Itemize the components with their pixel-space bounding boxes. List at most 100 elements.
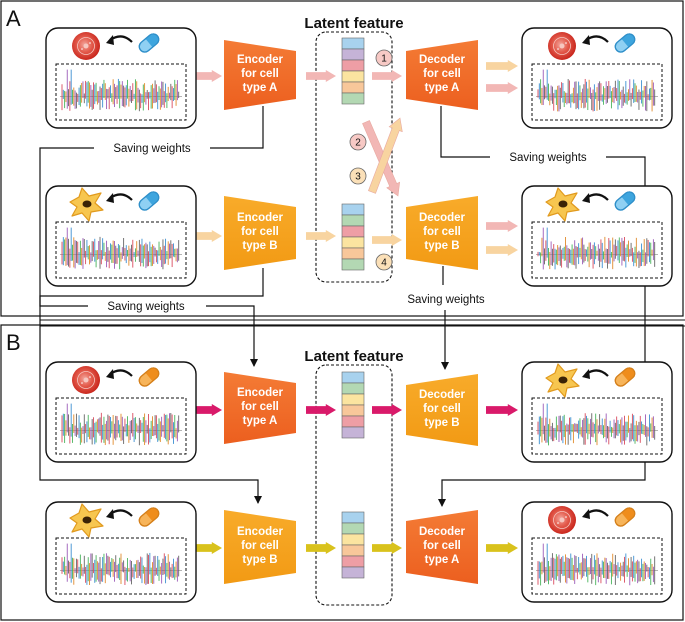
encoder-a-panel-b-label: Encoder (237, 387, 284, 399)
arrow-input-b (196, 230, 222, 242)
spectrum-frame (531, 63, 663, 121)
decoder-b-panel-b-shape (406, 374, 478, 446)
arrow-enc-latent-b (306, 230, 336, 242)
arrow-b-output-row1 (486, 404, 518, 416)
arrow-b-enc-latent-row2 (306, 542, 336, 554)
sample-card-frame (45, 501, 197, 603)
sample-card-frame (45, 27, 197, 129)
saving-weights-label-2: Saving weights (509, 152, 587, 164)
spectrum-frame (55, 63, 187, 121)
label-bg (94, 140, 210, 156)
latent-vector-a (341, 37, 365, 105)
label-bg (490, 149, 606, 165)
arrow-b-latent-dec-row2 (372, 542, 402, 554)
badge-path-4: 4 (375, 253, 393, 271)
arrow-b-enc-latent-row1 (306, 404, 336, 416)
latent-cell (341, 236, 365, 249)
decoder-b-shape (406, 196, 478, 270)
decoder-a-label: for cell (423, 68, 461, 80)
encoder-b-label: for cell (241, 226, 279, 238)
arrow-input-a (196, 70, 222, 82)
saving-weights-line-decoder-a (438, 106, 646, 507)
sample-card-b-row2-input (45, 501, 197, 603)
spectrum-frame (55, 537, 187, 595)
arrow-b-input-row2 (196, 542, 222, 554)
latent-cell (341, 533, 365, 546)
path-number: 2 (355, 138, 361, 149)
arrow-latent-dec-b (372, 234, 402, 246)
encoder-a-label: for cell (241, 68, 279, 80)
latent-cell (341, 37, 365, 50)
expression-profile-icon (55, 221, 187, 279)
decoder-b-panel-b-label: Decoder (419, 389, 466, 401)
sample-card-frame (521, 27, 673, 129)
latent-feature-title-b: Latent feature (304, 348, 403, 365)
red-round-cell-icon (71, 365, 101, 395)
latent-cell (341, 81, 365, 94)
encoder-b-panel-b-label: type B (242, 554, 277, 566)
encoder-a-shape (224, 40, 296, 110)
encoder-a-panel-b-label: type A (243, 415, 278, 427)
latent-container-a (315, 31, 393, 283)
decoder-b-label: for cell (423, 226, 461, 238)
latent-vector-row1 (341, 371, 365, 439)
decoder-a-label: Decoder (419, 54, 466, 66)
spectrum-frame (531, 221, 663, 279)
spectrum-frame (55, 221, 187, 279)
decoder-a-panel-b: Decoder for cell type A (406, 510, 478, 584)
label-bg (88, 298, 206, 314)
path-number-badge (349, 167, 367, 185)
decoder-a-panel-b-label: Decoder (419, 526, 466, 538)
latent-cell (341, 371, 365, 384)
decoder-a-panel-b-label: for cell (423, 540, 461, 552)
latent-cell (341, 382, 365, 395)
spectrum-frame (531, 537, 663, 595)
expression-profile-icon (55, 63, 187, 121)
saving-weights-label-3: Saving weights (107, 301, 185, 313)
arrow-enc-latent-a (306, 70, 336, 82)
latent-cell (341, 426, 365, 439)
expression-profile-icon (55, 397, 187, 455)
latent-vector-b (341, 203, 365, 271)
latent-container-b (315, 364, 393, 606)
saving-weights-label-1: Saving weights (113, 143, 191, 155)
latent-feature-title-a: Latent feature (304, 15, 403, 32)
decoder-a-panel-b-shape (406, 510, 478, 584)
panel-a-frame (0, 0, 684, 317)
expression-profile-icon (531, 63, 663, 121)
decoder-b-label: Decoder (419, 212, 466, 224)
badge-path-1: 1 (375, 49, 393, 67)
latent-cell (341, 92, 365, 105)
decoder-b-label: type B (424, 240, 459, 252)
saving-weights-label-4: Saving weights (407, 294, 485, 306)
sample-card-b-row1-output (521, 361, 673, 463)
sample-card-frame (45, 185, 197, 287)
expression-profile-icon (531, 537, 663, 595)
path-number-badge (375, 253, 393, 271)
arrow-output-b1 (486, 220, 518, 232)
badge-path-3: 3 (349, 167, 367, 185)
decoder-a-panel-b-label: type A (425, 554, 460, 566)
arrow-b-output-row2 (486, 542, 518, 554)
encoder-b-panel-b-label: Encoder (237, 526, 284, 538)
sample-card-b-row2-output (521, 501, 673, 603)
spectrum-frame (55, 397, 187, 455)
encoder-b-shape (224, 196, 296, 270)
latent-cell (341, 48, 365, 61)
latent-cell (341, 203, 365, 216)
arrow-cross-3 (368, 117, 403, 194)
latent-cell (341, 511, 365, 524)
sample-card-b-input (45, 185, 197, 287)
decoder-b: Decoder for cell type B (406, 196, 478, 270)
encoder-b-panel-b-shape (224, 510, 296, 584)
saving-weights-line-encoder-a (39, 106, 264, 504)
saving-weights-line-encoder-b-top (39, 268, 264, 300)
path-number-badge (349, 133, 367, 151)
arrow-cross-3-shape (368, 117, 403, 194)
